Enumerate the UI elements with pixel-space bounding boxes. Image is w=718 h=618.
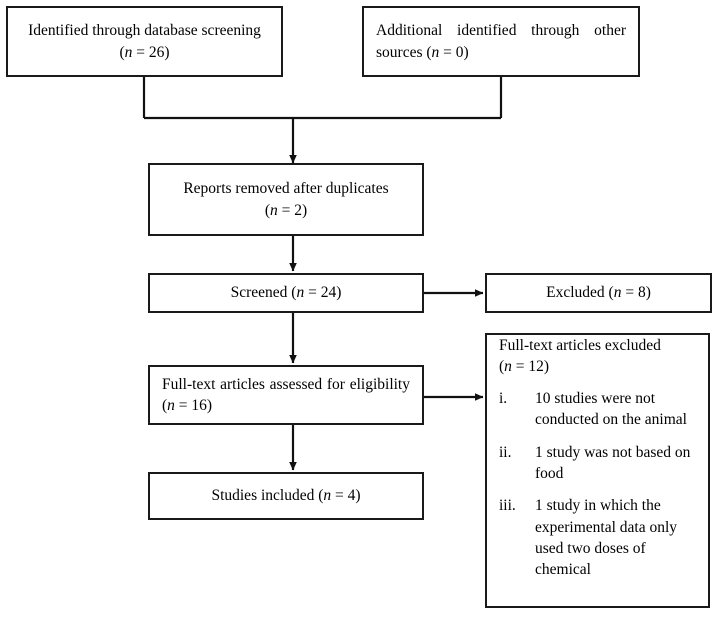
box-reports-removed-duplicates-text: Reports removed after duplicates (n = 2)	[150, 178, 422, 221]
box-fulltext-excluded-content: Full-text articles excluded (n = 12) i. …	[487, 335, 708, 581]
list-item-text: 1 study was not based on food	[535, 443, 691, 482]
box-studies-included: Studies included (n = 4)	[148, 472, 424, 520]
box-studies-included-text: Studies included (n = 4)	[211, 487, 361, 505]
box-identified-database-screening-text: Identified through database screening (n…	[8, 20, 281, 63]
list-item: iii. 1 study in which the experimental d…	[499, 495, 698, 581]
duplicates-line1: Reports removed after duplicates	[183, 180, 389, 198]
list-item-text: 10 studies were not conducted on the ani…	[535, 389, 687, 429]
list-item: i. 10 studies were not conducted on the …	[499, 388, 698, 431]
box-fulltext-excluded-list: Full-text articles excluded (n = 12) i. …	[485, 333, 710, 608]
fulltext-excluded-heading: Full-text articles excluded (n = 12)	[487, 335, 708, 378]
list-item-marker: ii.	[499, 443, 512, 461]
box-reports-removed-duplicates: Reports removed after duplicates (n = 2)	[148, 163, 424, 236]
fulltext-excluded-heading-line2: (n = 12)	[499, 358, 550, 376]
box-fulltext-assessed: Full-text articles assessed for eligibil…	[148, 365, 424, 425]
box-additional-other-sources: Additional identified through other sour…	[362, 6, 640, 77]
box-screened-text: Screened (n = 24)	[230, 284, 342, 302]
box-excluded-screening: Excluded (n = 8)	[485, 273, 712, 313]
db-screening-line2: (n = 26)	[119, 43, 170, 61]
box-additional-other-sources-text: Additional identified through other sour…	[376, 22, 626, 61]
box-fulltext-assessed-text: Full-text articles assessed for eligibil…	[162, 375, 410, 414]
box-screened: Screened (n = 24)	[148, 273, 424, 313]
duplicates-line2: (n = 2)	[264, 201, 308, 219]
list-item-marker: i.	[499, 389, 508, 407]
box-excluded-screening-text: Excluded (n = 8)	[546, 284, 651, 302]
box-identified-database-screening: Identified through database screening (n…	[6, 6, 283, 77]
fulltext-excluded-heading-line1: Full-text articles excluded	[499, 337, 661, 354]
fulltext-excluded-reasons: i. 10 studies were not conducted on the …	[487, 388, 708, 581]
list-item-marker: iii.	[499, 497, 516, 515]
list-item: ii. 1 study was not based on food	[499, 442, 698, 485]
list-item-text: 1 study in which the experimental data o…	[535, 497, 678, 579]
db-screening-line1: Identified through database screening	[28, 22, 261, 40]
